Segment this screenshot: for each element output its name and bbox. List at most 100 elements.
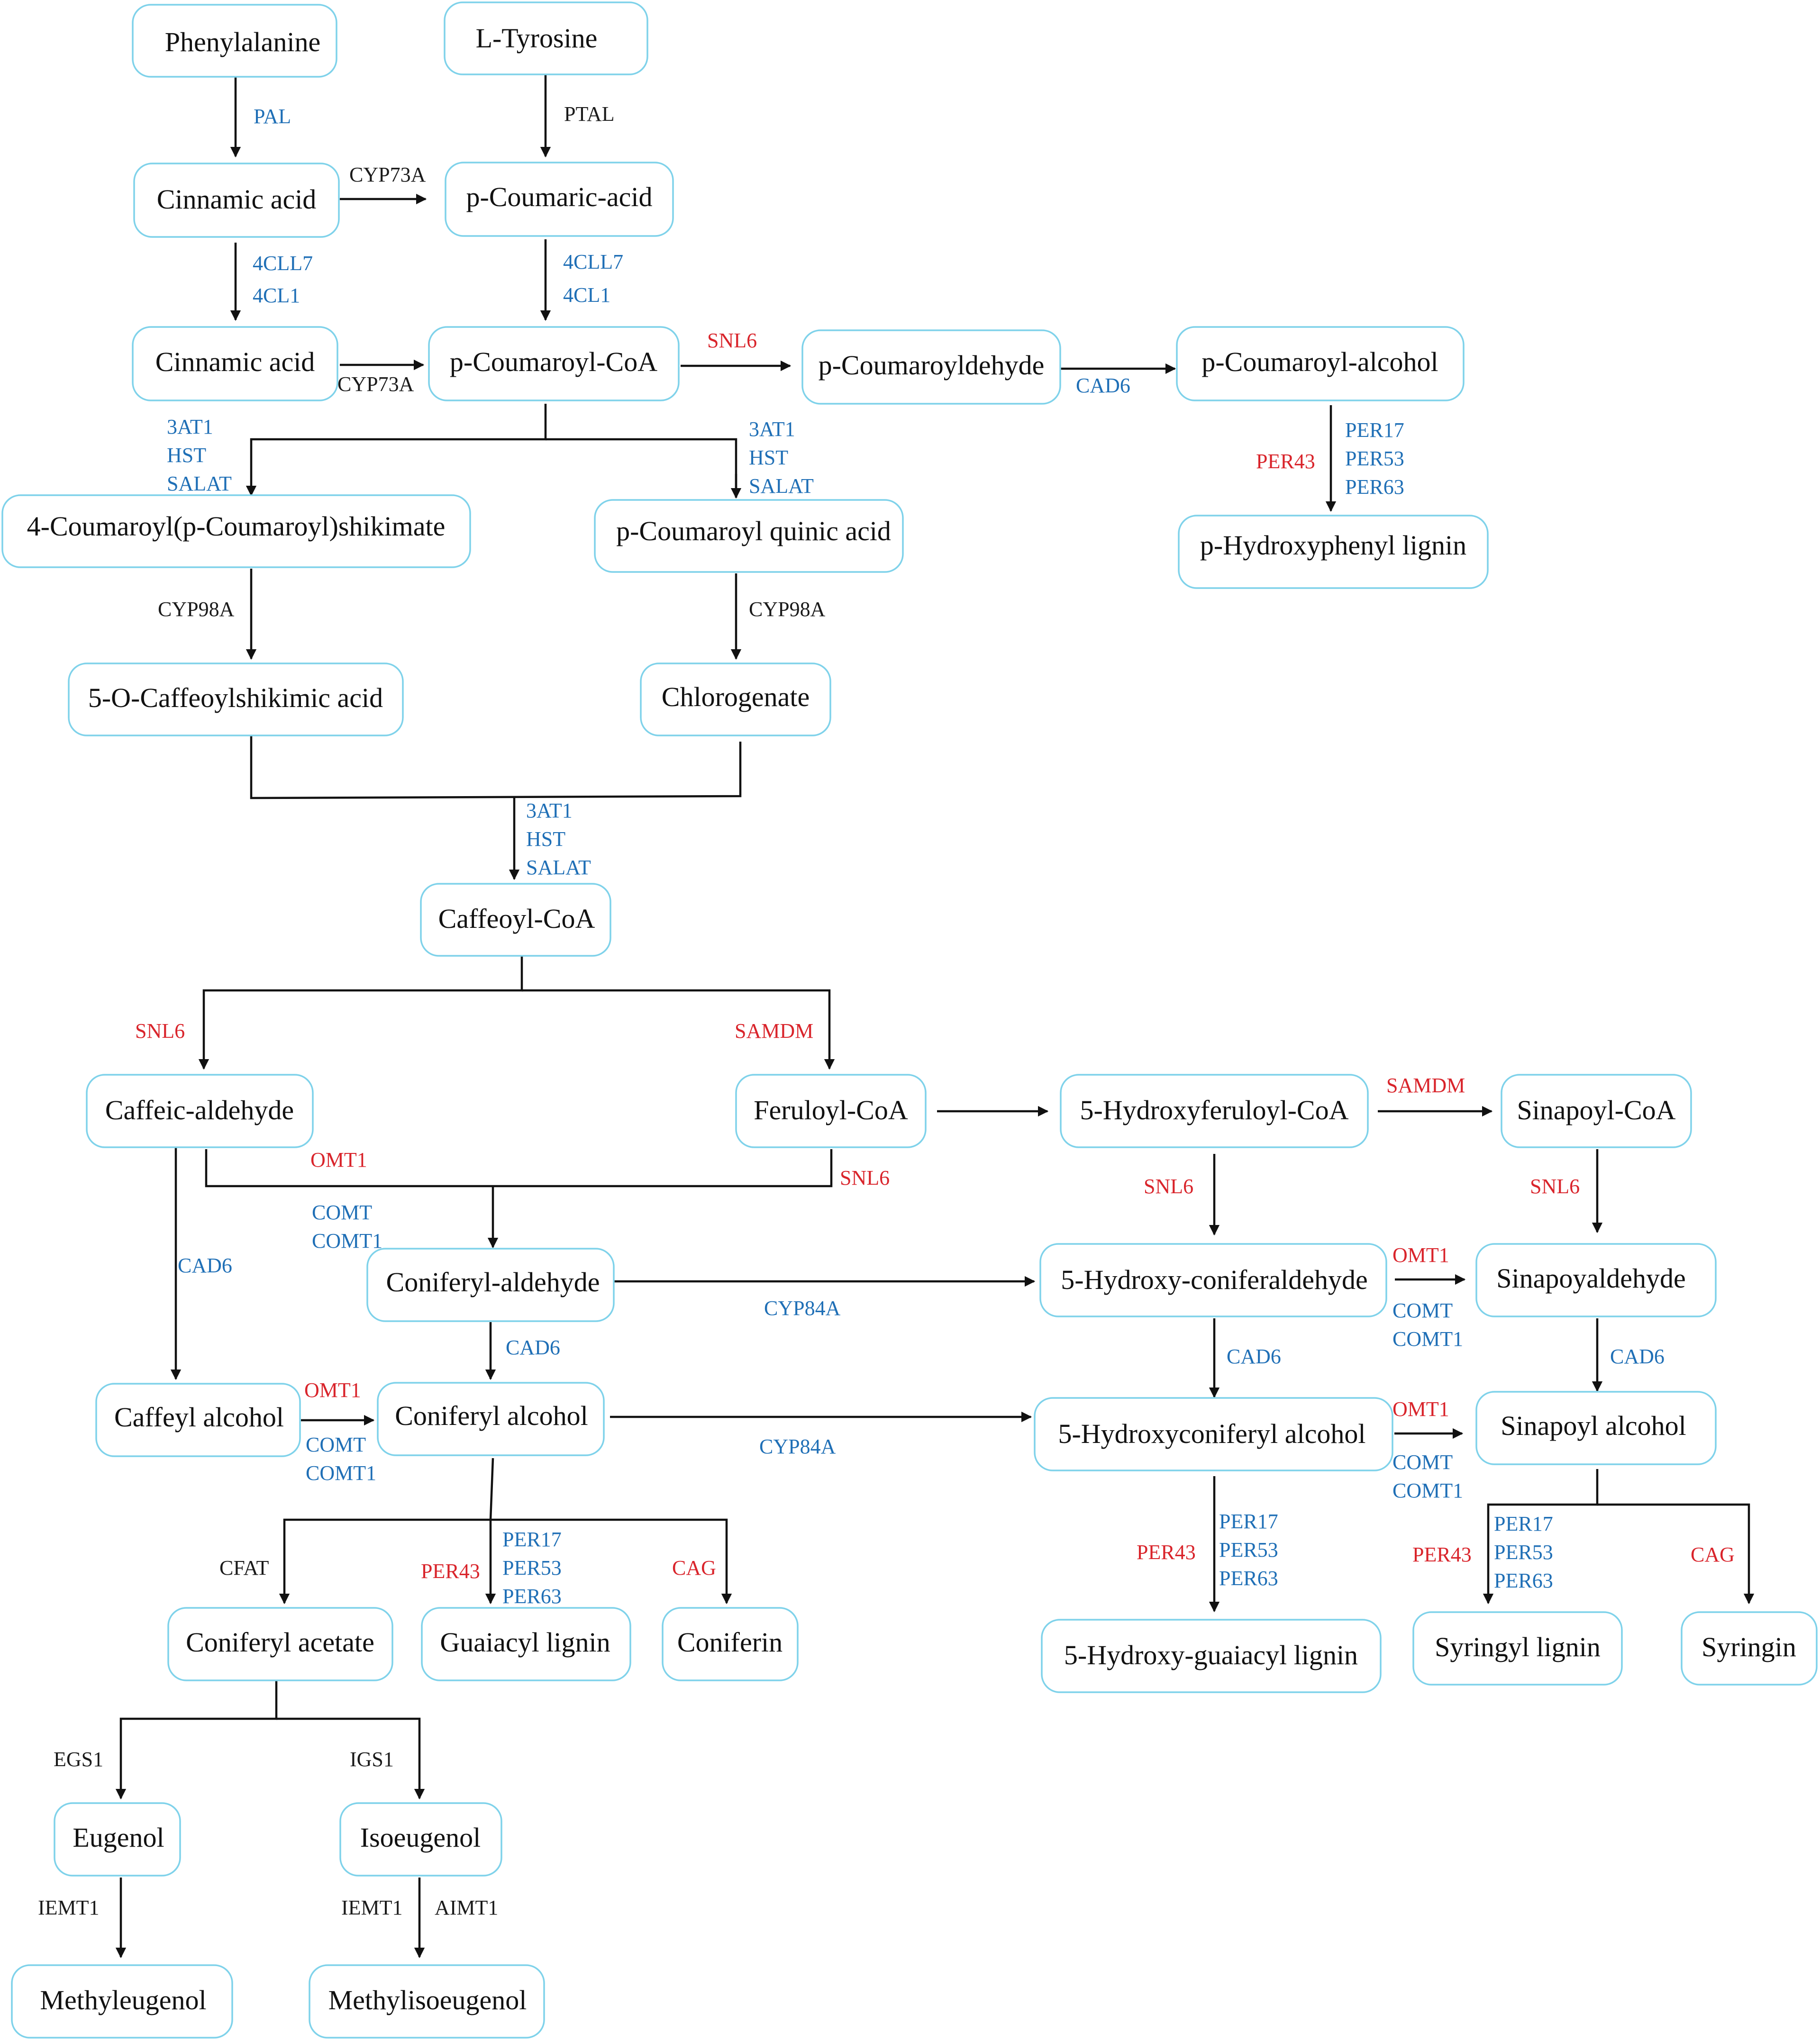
edge-merge-to-caffeoyl-coa <box>250 736 742 799</box>
enzyme-label-per63: PER63 <box>1494 1569 1553 1592</box>
enzyme-label-per17: PER17 <box>502 1528 562 1551</box>
enzyme-label-cag: CAG <box>1691 1543 1735 1566</box>
node-label: Phenylalanine <box>165 27 321 57</box>
node-sinapoyl-alcohol: Sinapoyl alcohol <box>1475 1391 1717 1465</box>
node-label: Feruloyl-CoA <box>754 1095 908 1125</box>
enzyme-label-aimt1: AIMT1 <box>435 1896 498 1919</box>
enzyme-label-4cll7: 4CLL7 <box>563 250 623 273</box>
enzyme-label-per17: PER17 <box>1345 418 1404 442</box>
pathway-edges <box>115 75 1755 1959</box>
enzyme-label-omt1: OMT1 <box>1392 1397 1449 1421</box>
edge-caffeoyl-fork <box>198 956 523 1070</box>
enzyme-label-igs1: IGS1 <box>350 1748 394 1771</box>
node-coniferin: Coniferin <box>662 1607 799 1681</box>
node-label: Cinnamic acid <box>157 184 317 215</box>
node-p-coumaroyl-alcohol: p-Coumaroyl-alcohol <box>1176 326 1465 401</box>
enzyme-label-per43: PER43 <box>421 1560 480 1583</box>
enzyme-label-cyp84a: CYP84A <box>759 1435 836 1458</box>
node-p-coumaroyl-quinic-acid: p-Coumaroyl quinic acid <box>594 499 904 573</box>
enzyme-label-per43: PER43 <box>1256 450 1315 473</box>
enzyme-label-comt: COMT <box>1392 1451 1453 1474</box>
node-label: 5-Hydroxyferuloyl-CoA <box>1080 1095 1348 1125</box>
node-cinnamic-acid-2: Cinnamic acid <box>132 326 338 401</box>
node-sinapoyaldehyde: Sinapoyaldehyde <box>1475 1243 1717 1317</box>
enzyme-label-pal: PAL <box>254 105 291 128</box>
enzyme-label-3at1: 3AT1 <box>526 799 573 822</box>
enzyme-label-3at1: 3AT1 <box>749 417 795 441</box>
edge-merge-to-coniferyl-aldehyde <box>205 1149 833 1188</box>
node-cinnamic-acid-1: Cinnamic acid <box>133 163 340 238</box>
node-label: Isoeugenol <box>360 1822 481 1853</box>
node-caffeyl-alcohol: Caffeyl alcohol <box>95 1383 301 1457</box>
node-syringin: Syringin <box>1681 1611 1818 1686</box>
enzyme-label-iemt1: IEMT1 <box>341 1896 403 1919</box>
enzyme-label-hst: HST <box>526 827 565 851</box>
enzyme-label-per17: PER17 <box>1219 1510 1278 1533</box>
node-hydroxyconiferyl-alcohol: 5-Hydroxyconiferyl alcohol <box>1034 1397 1393 1471</box>
enzyme-label-hst: HST <box>749 446 788 469</box>
enzyme-label-cyp98a: CYP98A <box>158 598 235 621</box>
enzyme-label-comt1: COMT1 <box>1392 1327 1463 1351</box>
node-label: Sinapoyaldehyde <box>1496 1263 1685 1294</box>
enzyme-label-per63: PER63 <box>502 1585 562 1608</box>
enzyme-label-egs1: EGS1 <box>54 1748 103 1771</box>
node-label: Caffeoyl-CoA <box>438 903 595 934</box>
edge-coniferyl-alcohol-fork <box>279 1458 494 1605</box>
node-label: p-Coumaroyldehyde <box>819 350 1045 381</box>
enzyme-label-comt: COMT <box>1392 1299 1453 1322</box>
node-label: Coniferyl acetate <box>186 1627 374 1658</box>
node-hydroxyferuloyl-coa: 5-Hydroxyferuloyl-CoA <box>1060 1074 1369 1148</box>
enzyme-label-cad6: CAD6 <box>1610 1345 1665 1368</box>
enzyme-label-omt1: OMT1 <box>310 1148 367 1171</box>
node-feruloyl-coa: Feruloyl-CoA <box>735 1074 927 1148</box>
node-label: 5-Hydroxy-coniferaldehyde <box>1061 1264 1367 1295</box>
node-coniferyl-aldehyde: Coniferyl-aldehyde <box>366 1248 615 1322</box>
enzyme-label-omt1: OMT1 <box>304 1379 361 1402</box>
enzyme-label-snl6: SNL6 <box>707 329 757 352</box>
enzyme-label-cyp84a: CYP84A <box>764 1297 841 1320</box>
node-label: p-Coumaroyl-CoA <box>450 346 657 377</box>
edge-acetate-to-isoeugenol <box>276 1717 425 1800</box>
enzyme-label-per53: PER53 <box>1345 447 1404 470</box>
node-label: Eugenol <box>73 1822 164 1853</box>
node-label: Guaiacyl lignin <box>440 1627 610 1658</box>
node-eugenol: Eugenol <box>54 1802 181 1877</box>
enzyme-label-cag: CAG <box>672 1556 716 1579</box>
node-label: Coniferyl-aldehyde <box>386 1267 600 1297</box>
node-methylisoeugenol: Methylisoeugenol <box>309 1964 545 2039</box>
node-label: p-Hydroxyphenyl lignin <box>1200 530 1466 561</box>
enzyme-label-hst: HST <box>167 444 206 467</box>
enzyme-label-cad6: CAD6 <box>1076 374 1130 397</box>
node-label: 5-Hydroxy-guaiacyl lignin <box>1064 1640 1358 1670</box>
node-coniferyl-alcohol: Coniferyl alcohol <box>377 1382 605 1456</box>
enzyme-label-comt1: COMT1 <box>312 1229 382 1252</box>
node-guaiacyl-lignin: Guaiacyl lignin <box>421 1607 631 1681</box>
enzyme-label-ptal: PTAL <box>564 102 614 126</box>
enzyme-label-per53: PER53 <box>1494 1541 1553 1564</box>
node-label: 5-Hydroxyconiferyl alcohol <box>1058 1418 1365 1449</box>
node-label: Methylisoeugenol <box>328 1985 527 2015</box>
node-label: p-Coumaroyl quinic acid <box>616 516 891 546</box>
node-p-coumaric-acid: p-Coumaric-acid <box>445 162 674 237</box>
enzyme-label-cyp73a: CYP73A <box>337 372 414 396</box>
node-label: Caffeic-aldehyde <box>105 1095 294 1125</box>
node-label: L-Tyrosine <box>476 23 598 54</box>
node-label: Chlorogenate <box>662 681 810 712</box>
node-p-hydroxyphenyl-lignin: p-Hydroxyphenyl lignin <box>1178 515 1489 589</box>
enzyme-label-salat: SALAT <box>749 474 814 498</box>
edge-caffeoyl-fork-right <box>522 989 835 1070</box>
edge-coa-fork <box>246 404 547 497</box>
enzyme-label-comt1: COMT1 <box>306 1461 376 1485</box>
node-label: Caffeyl alcohol <box>114 1402 284 1433</box>
node-sinapoyl-coa: Sinapoyl-CoA <box>1501 1074 1692 1148</box>
edge-coniferyl-to-coniferin <box>491 1518 732 1605</box>
node-label: Sinapoyl alcohol <box>1501 1410 1686 1441</box>
enzyme-label-cad6: CAD6 <box>1227 1345 1281 1368</box>
node-label: p-Coumaric-acid <box>466 181 653 212</box>
node-syringyl-lignin: Syringyl lignin <box>1412 1611 1623 1686</box>
edge-coa-fork-right <box>546 438 737 498</box>
enzyme-label-cad6: CAD6 <box>506 1336 560 1359</box>
node-coumaroyl-shikimate: 4-Coumaroyl(p-Coumaroyl)shikimate <box>1 494 471 568</box>
enzyme-label-omt1: OMT1 <box>1392 1243 1449 1267</box>
